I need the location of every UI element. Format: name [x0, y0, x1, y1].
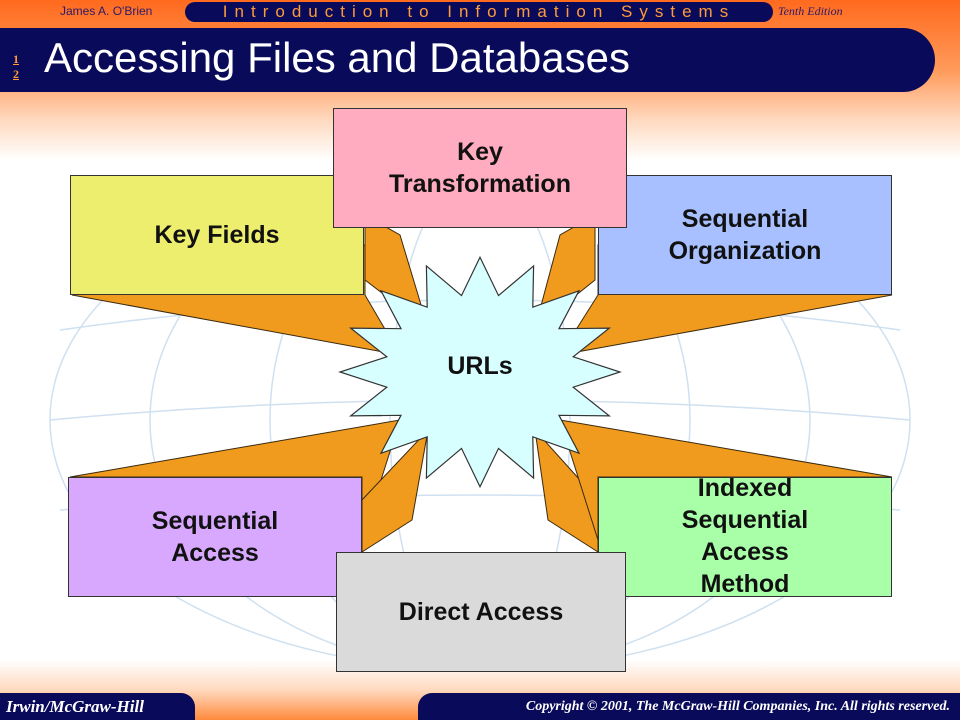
header-bar: James A. O'Brien Introduction to Informa…	[0, 0, 960, 26]
sequential-organization-label: Sequential Organization	[668, 205, 822, 265]
slide-number-digit: 1	[13, 52, 19, 66]
key-transformation-label: Key Transformation	[389, 138, 571, 198]
sequential-access-box: Sequential Access	[68, 477, 362, 597]
edition-label: Tenth Edition	[778, 4, 843, 18]
slide-title: Accessing Files and Databases	[44, 34, 630, 81]
copyright-footer: Copyright © 2001, The McGraw-Hill Compan…	[418, 693, 960, 720]
central-label: URLs	[447, 352, 513, 380]
sequential-access-label: Sequential Access	[151, 507, 279, 567]
central-star	[338, 255, 622, 489]
sequential-organization-box: Sequential Organization	[598, 175, 892, 295]
direct-access-label: Direct Access	[398, 598, 564, 626]
isam-box: Indexed Sequential Access Method	[598, 474, 892, 598]
slide-number-digit: 2	[13, 67, 19, 81]
slide-number: 1 2	[10, 52, 22, 82]
publisher-footer: Irwin/McGraw-Hill	[0, 693, 195, 720]
key-fields-box: Key Fields	[70, 175, 364, 295]
isam-label: Indexed Sequential Access Method	[681, 474, 809, 598]
key-transformation-box: Key Transformation	[333, 108, 627, 228]
author-name: James A. O'Brien	[60, 4, 153, 18]
key-fields-label: Key Fields	[154, 221, 280, 249]
series-title: Introduction to Information Systems	[185, 2, 773, 22]
direct-access-box: Direct Access	[336, 552, 626, 672]
title-bar	[0, 28, 935, 92]
